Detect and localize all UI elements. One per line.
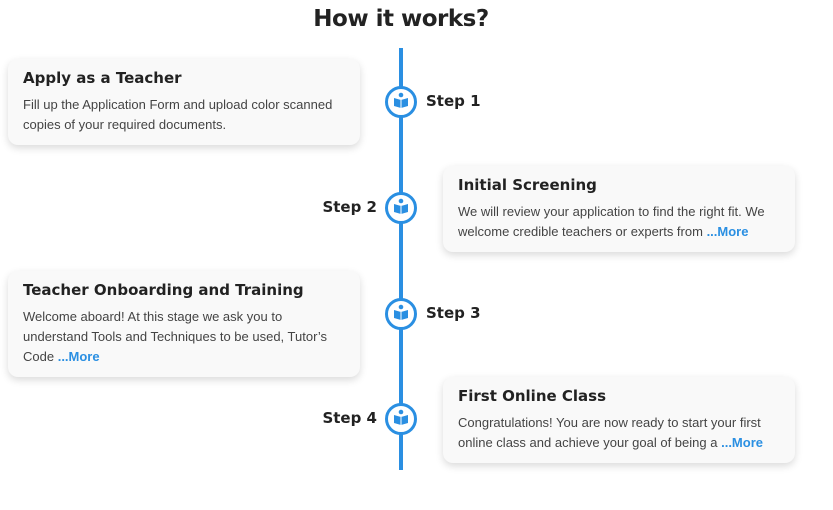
step-description: Congratulations! You are now ready to st… xyxy=(458,413,780,453)
step-heading: Initial Screening xyxy=(458,176,597,194)
step-description: Fill up the Application Form and upload … xyxy=(23,95,345,135)
step-card: Teacher Onboarding and Training Welcome … xyxy=(8,271,360,377)
book-reader-icon xyxy=(393,198,409,218)
step-heading: First Online Class xyxy=(458,387,607,405)
step-text: Welcome aboard! At this stage we ask you… xyxy=(23,309,328,364)
step-label: Step 4 xyxy=(322,409,377,427)
step-heading: Apply as a Teacher xyxy=(23,69,182,87)
step-node xyxy=(385,403,417,435)
book-reader-icon xyxy=(393,409,409,429)
page-title: How it works? xyxy=(313,6,489,32)
book-reader-icon xyxy=(393,304,409,324)
step-node xyxy=(385,192,417,224)
timeline-line xyxy=(399,48,403,470)
step-card: Apply as a Teacher Fill up the Applicati… xyxy=(8,59,360,145)
step-label: Step 3 xyxy=(426,304,481,322)
step-text: Fill up the Application Form and upload … xyxy=(23,97,333,132)
step-text: Congratulations! You are now ready to st… xyxy=(458,415,761,450)
step-node xyxy=(385,86,417,118)
step-node xyxy=(385,298,417,330)
step-card: Initial Screening We will review your ap… xyxy=(443,166,795,252)
step-text: We will review your application to find … xyxy=(458,204,765,239)
step-description: We will review your application to find … xyxy=(458,202,780,242)
step-card: First Online Class Congratulations! You … xyxy=(443,377,795,463)
more-link[interactable]: ...More xyxy=(721,435,763,450)
step-label: Step 2 xyxy=(322,198,377,216)
step-label: Step 1 xyxy=(426,92,481,110)
more-link[interactable]: ...More xyxy=(706,224,749,239)
step-description: Welcome aboard! At this stage we ask you… xyxy=(23,307,345,367)
book-reader-icon xyxy=(393,92,409,112)
step-heading: Teacher Onboarding and Training xyxy=(23,281,304,299)
more-link[interactable]: ...More xyxy=(57,349,100,364)
